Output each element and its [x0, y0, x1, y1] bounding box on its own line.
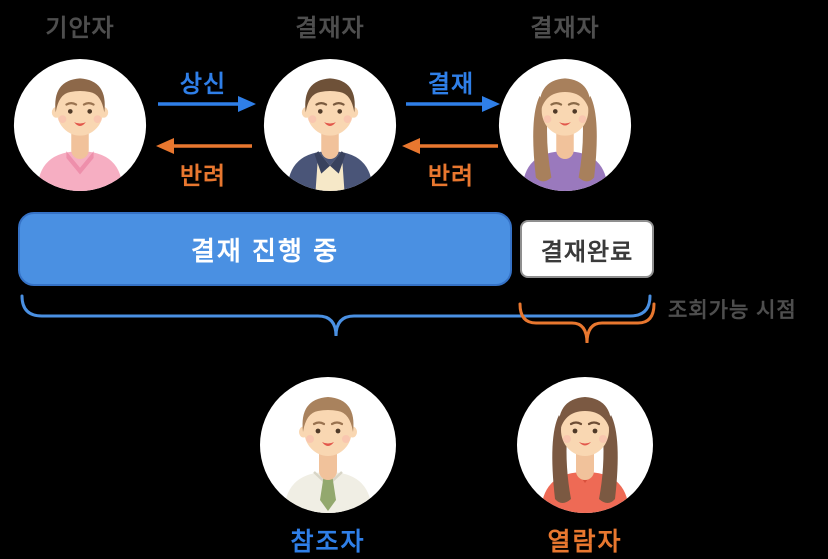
reject-label-2: 반려: [427, 163, 475, 190]
role-label-approver-2: 결재자: [530, 15, 600, 42]
role-label-approver-1: 결재자: [295, 15, 365, 42]
role-label-drafter: 기안자: [45, 15, 115, 42]
cc-avatar-icon: [258, 375, 398, 515]
role-label-cc: 참조자: [290, 528, 366, 556]
approver-2-avatar-icon: [497, 57, 633, 193]
in-progress-brace: [20, 294, 652, 337]
viewer-avatar-icon: [515, 375, 655, 515]
reject-arrow-2: [402, 138, 498, 154]
reject-label-1: 반려: [179, 163, 227, 190]
completed-brace: [518, 302, 656, 344]
view-available-annotation: 조회가능 시점: [668, 299, 797, 322]
reject-arrow-1: [156, 138, 252, 154]
completed-status-box: 결재완료: [520, 220, 654, 278]
approve-label: 결재: [427, 71, 475, 98]
drafter-avatar-icon: [12, 57, 148, 193]
in-progress-status-box: 결재 진행 중: [18, 212, 512, 286]
submit-label: 상신: [179, 71, 227, 98]
approver-1-avatar-icon: [262, 57, 398, 193]
role-label-viewer: 열람자: [547, 528, 623, 556]
